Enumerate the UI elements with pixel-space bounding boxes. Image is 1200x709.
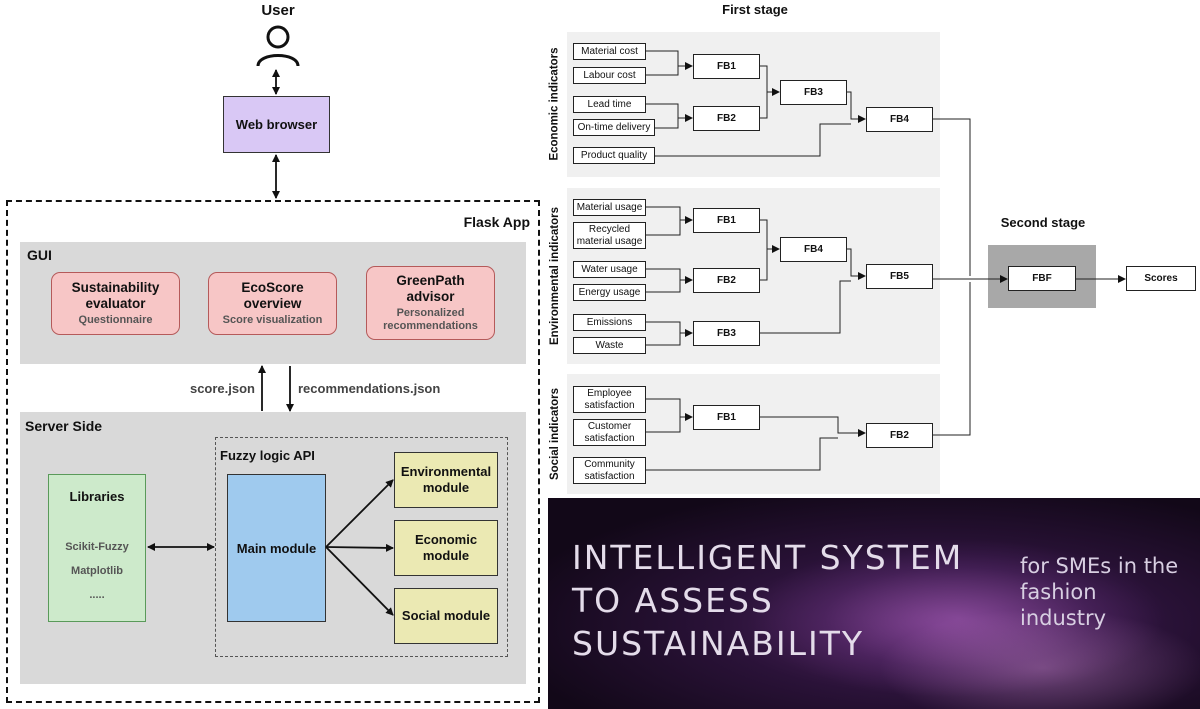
fb2-social: FB2 (866, 423, 933, 448)
box-subtitle: Personalized recommendations (383, 307, 478, 332)
banner-subline: fashion (1020, 580, 1097, 604)
fb2-environmental: FB2 (693, 268, 760, 293)
banner-subline: for SMEs in the (1020, 554, 1179, 578)
libraries-box: Libraries Scikit-Fuzzy Matplotlib ..... (48, 474, 146, 622)
fbf-box: FBF (1008, 266, 1076, 291)
box-subtitle: Questionnaire (78, 314, 153, 326)
fb2-economic: FB2 (693, 106, 760, 131)
ecoscore-overview-box: EcoScore overview Score visualization (208, 272, 337, 335)
scores-box: Scores (1126, 266, 1196, 291)
indicator-on-time-delivery: On-time delivery (573, 119, 655, 136)
greenpath-advisor-box: GreenPath advisor Personalized recommend… (366, 266, 495, 340)
score-json-label: score.json (189, 381, 255, 396)
fb3-economic: FB3 (780, 80, 847, 105)
fb3-environmental: FB3 (693, 321, 760, 346)
second-stage-label: Second stage (1000, 215, 1086, 230)
fb4-environmental: FB4 (780, 237, 847, 262)
box-title: Sustainability evaluator (71, 280, 160, 311)
indicator-product-quality: Product quality (573, 147, 655, 164)
indicator-recycled-material-usage: Recycled material usage (573, 222, 646, 249)
server-side-title: Server Side (25, 418, 103, 434)
user-icon (256, 25, 300, 67)
web-browser-box: Web browser (223, 96, 330, 153)
indicator-material-cost: Material cost (573, 43, 646, 60)
fb5-environmental: FB5 (866, 264, 933, 289)
box-title: GreenPath advisor (396, 273, 465, 304)
indicator-energy-usage: Energy usage (573, 284, 646, 301)
libraries-title: Libraries (69, 489, 125, 504)
indicator-customer-satisfaction: Customer satisfaction (573, 419, 646, 446)
fuzzy-api-label: Fuzzy logic API (220, 448, 315, 463)
box-subtitle: Score visualization (222, 314, 323, 326)
economic-module-box: Economic module (394, 520, 498, 576)
recommendations-json-label: recommendations.json (298, 381, 441, 396)
fb4-economic: FB4 (866, 107, 933, 132)
indicator-material-usage: Material usage (573, 199, 646, 216)
fuzzy-api-frame (215, 437, 508, 657)
title-banner: INTELLIGENT SYSTEM TO ASSESS SUSTAINABIL… (548, 498, 1200, 709)
user-label: User (261, 2, 295, 19)
library-item: ..... (89, 589, 105, 601)
social-module-box: Social module (394, 588, 498, 644)
banner-line: INTELLIGENT SYSTEM (572, 538, 964, 577)
library-item: Matplotlib (71, 565, 123, 577)
flask-app-label: Flask App (463, 214, 530, 230)
library-item: Scikit-Fuzzy (65, 541, 129, 553)
fb1-environmental: FB1 (693, 208, 760, 233)
indicator-water-usage: Water usage (573, 261, 646, 278)
sustainability-evaluator-box: Sustainability evaluator Questionnaire (51, 272, 180, 335)
flask-app-frame (6, 200, 540, 703)
fb1-social: FB1 (693, 405, 760, 430)
indicator-community-satisfaction: Community satisfaction (573, 457, 646, 484)
first-stage-label: First stage (722, 2, 788, 17)
main-module-box: Main module (227, 474, 326, 622)
indicator-employee-satisfaction: Employee satisfaction (573, 386, 646, 413)
fb1-economic: FB1 (693, 54, 760, 79)
banner-line: SUSTAINABILITY (572, 624, 865, 663)
indicator-lead-time: Lead time (573, 96, 646, 113)
box-title: EcoScore overview (241, 280, 304, 311)
banner-subline: industry (1020, 606, 1107, 630)
indicator-labour-cost: Labour cost (573, 67, 646, 84)
banner-line: TO ASSESS (572, 581, 774, 620)
environmental-module-box: Environmental module (394, 452, 498, 508)
indicator-waste: Waste (573, 337, 646, 354)
indicator-emissions: Emissions (573, 314, 646, 331)
gui-title: GUI (27, 247, 52, 263)
